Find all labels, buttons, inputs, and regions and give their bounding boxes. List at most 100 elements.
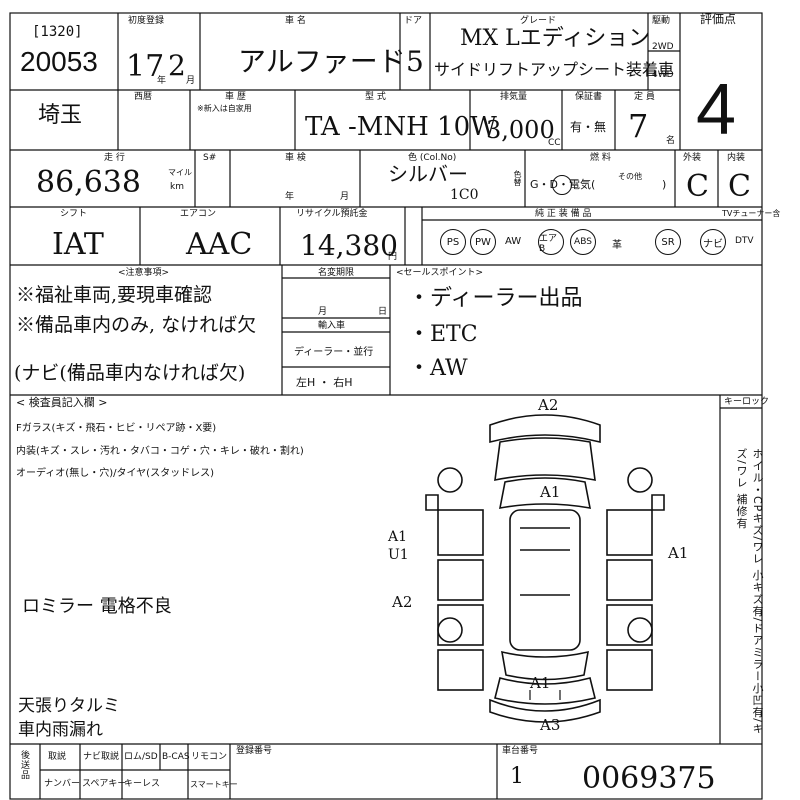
grade-label: グレード — [520, 16, 557, 26]
warranty-value: 有・無 — [570, 120, 607, 134]
footer-item-keyless: キーレス — [124, 779, 161, 789]
area: 埼玉 — [38, 102, 83, 127]
warranty-label: 保証書 — [575, 92, 603, 102]
shift-label: シフト — [60, 209, 88, 219]
shift-value: IAT — [52, 227, 104, 262]
color-label: 色 (Col.No) — [408, 153, 457, 163]
cc-label: 排気量 — [500, 92, 528, 102]
frame-number: 0069375 — [582, 761, 716, 796]
model-label: 車 名 — [285, 16, 306, 26]
nishi-label: 西暦 — [134, 92, 153, 102]
deferred-items-label: 後送品 — [19, 750, 29, 780]
footer-item-spare-key: スペアキー — [82, 779, 127, 789]
score-label: 評価点 — [700, 12, 737, 26]
footer-item-bcas: B-CAS — [162, 752, 190, 762]
door-label: ドア — [404, 16, 423, 26]
caution-line-3: (ナビ(備品車内なければ欠) — [14, 362, 246, 384]
ext-value: C — [686, 169, 709, 204]
doors: 5 — [406, 45, 424, 78]
inspector-note-leak: 車内雨漏れ — [18, 720, 103, 740]
sales-point-3: ・AW — [408, 356, 468, 381]
equip-label: 純 正 装 備 品 — [535, 209, 592, 219]
car-diagram — [425, 414, 665, 723]
sales-point-2: ・ETC — [408, 322, 478, 347]
footer-item-rom-sd: ロム/SD — [124, 752, 158, 762]
entry-label: 輸入車 — [318, 321, 346, 331]
fuel-g-circle — [552, 175, 572, 195]
inspection-year: 年 — [285, 192, 295, 202]
audio-line: オーディオ(無し・穴)/タイヤ(スタッドレス) — [16, 468, 214, 479]
keylock-label: キーロック — [724, 397, 770, 407]
footer-item-smart-key: スマートキー — [190, 780, 238, 789]
reg-month: 2 — [168, 49, 186, 82]
mark-front-bumper: A2 — [538, 396, 559, 414]
inspection-label: 車 検 — [285, 153, 306, 163]
equip-9: DTV — [735, 236, 754, 246]
equip-8: ナビ — [700, 229, 726, 255]
mileage-unit: km — [170, 182, 184, 192]
footer-item-plate: ナンバー — [44, 779, 81, 789]
mark-roof: A1 — [540, 483, 561, 501]
model-name: アルファード — [238, 45, 406, 78]
reg-nen: 年 — [157, 76, 167, 86]
capacity-unit: 名 — [666, 136, 676, 146]
lot-label: [1320] — [32, 24, 83, 40]
reg-no-label: 登録番号 — [236, 746, 273, 756]
dealer-parallel: ディーラー・並行 — [294, 347, 374, 358]
inspector-note-roof: 天張りタルミ — [18, 696, 120, 716]
expiry-label: 名変期限 — [318, 268, 355, 278]
reg-label: 初度登録 — [128, 16, 165, 26]
fuel-other: その他 — [618, 172, 642, 181]
mark-rear-bumper: A3 — [540, 716, 561, 734]
mark-right-door: A1 — [668, 544, 689, 562]
mark-left-a1: A1 — [388, 529, 408, 545]
drive-2wd: 2WD — [652, 42, 674, 52]
color-no: 1C0 — [450, 187, 479, 203]
history-label: 車 歴 — [225, 92, 246, 102]
equip-6: 革 — [612, 240, 622, 251]
int-label: 内装 — [727, 153, 746, 163]
equip-4: エアB — [538, 229, 564, 255]
frame-label: 車台番号 — [502, 746, 539, 756]
steering-side: 左H ・ 右H — [296, 376, 353, 389]
mark-trunk: A1 — [530, 674, 551, 692]
equip-2: PW — [470, 229, 496, 255]
inspector-note-mirror: ロミラー 電格不良 — [22, 596, 172, 617]
recycle-unit: 円 — [388, 252, 398, 262]
drive-label: 駆動 — [652, 16, 671, 26]
cc-value: 3,000 — [486, 116, 555, 144]
capacity-label: 定 員 — [634, 92, 655, 102]
frame-prefix: 1 — [510, 764, 524, 789]
caution-label: <注意事項> — [118, 268, 170, 278]
equip-5: ABS — [570, 229, 596, 255]
color-value: シルバー — [388, 162, 468, 186]
recycle-label: リサイクル預託金 — [296, 209, 368, 219]
sales-label: <セールスポイント> — [396, 268, 484, 278]
expiry-day: 日 — [378, 307, 388, 317]
capacity-value: 7 — [628, 107, 649, 145]
recycle-value: 14,380 — [300, 229, 398, 262]
fuel-close: ) — [662, 178, 667, 191]
score: 4 — [696, 70, 737, 150]
interior-line: 内装(キズ・スレ・汚れ・タバコ・コゲ・穴・キレ・破れ・割れ) — [16, 446, 304, 457]
fuel-label: 燃 料 — [590, 153, 611, 163]
grade-line2: サイドリフトアップシート装着車 — [434, 60, 675, 79]
sales-point-1: ・ディーラー出品 — [408, 286, 583, 311]
mark-left-u1: U1 — [388, 547, 409, 563]
lot-number: 20053 — [20, 46, 98, 77]
cc-unit: CC — [548, 138, 561, 148]
expiry-month: 月 — [318, 307, 328, 317]
grade-line1: MX Lエディション — [460, 26, 651, 51]
inspection-month: 月 — [340, 192, 350, 202]
wheel-mirror-legend: ホイル・CPキズ/ワレ 小キズ有/ドアミラー小凹有/キズ/ワレ 補修有 — [735, 448, 764, 735]
s-label: S# — [203, 153, 217, 163]
reg-year: 17 — [126, 49, 165, 84]
ext-label: 外装 — [683, 153, 702, 163]
mark-left-rear: A2 — [392, 593, 413, 611]
footer-item-remote: リモコン — [191, 752, 228, 762]
mileage-label: 走 行 — [104, 153, 125, 163]
color-change: 色替 — [513, 170, 522, 186]
tv-label: TVチューナー含 — [722, 209, 781, 218]
mileage-sub: マイル — [168, 168, 192, 177]
